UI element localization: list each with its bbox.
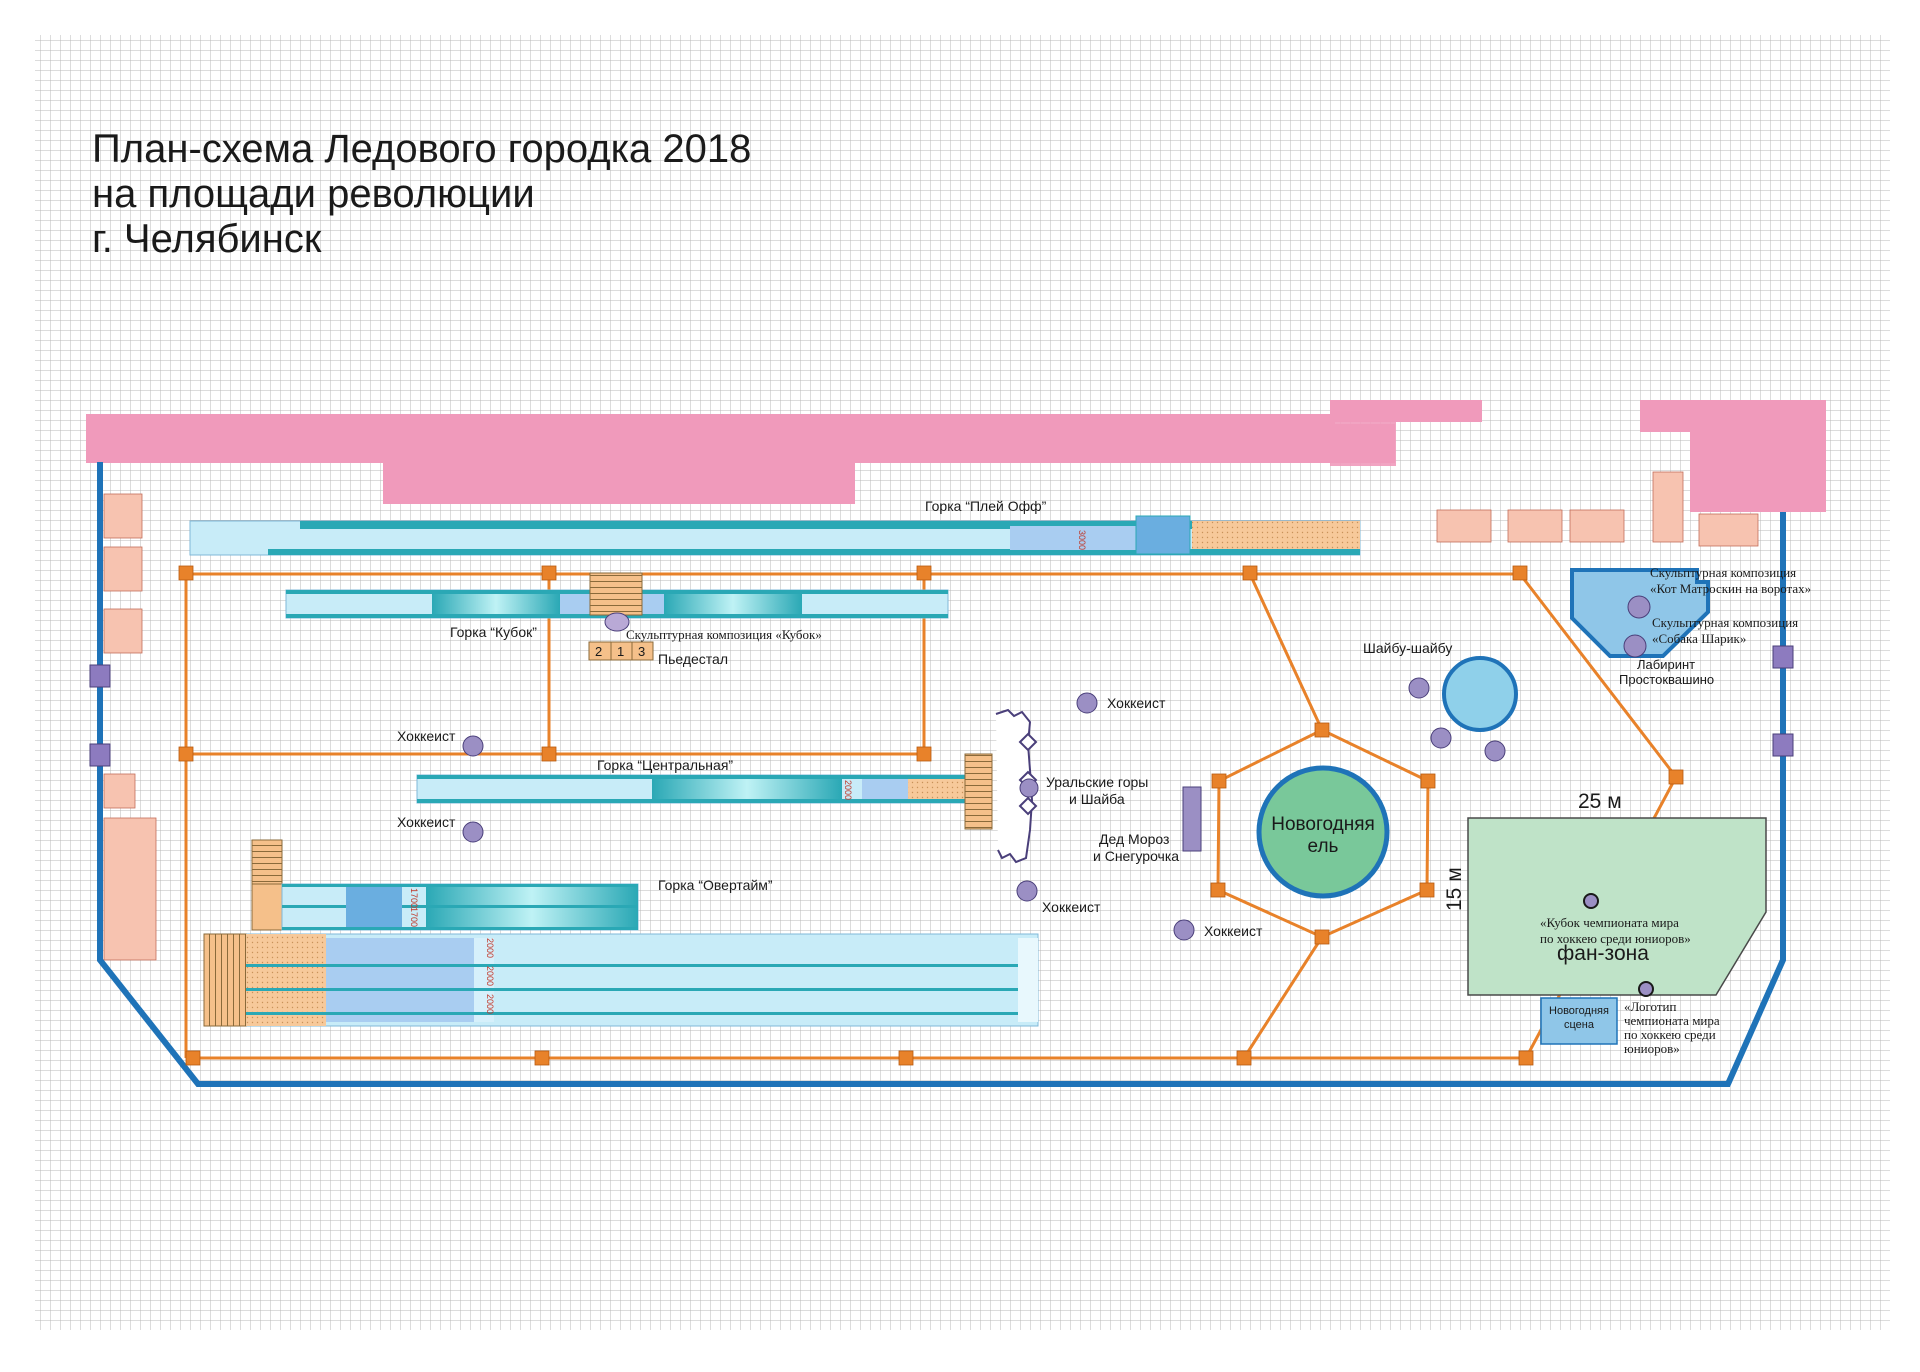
- wc-cup-label-line1: «Кубок чемпионата мира: [1540, 915, 1679, 930]
- sharik-label-line1: Скульптурная композиция: [1652, 615, 1798, 630]
- ded-moroz-label-line1: Дед Мороз: [1099, 831, 1169, 847]
- kiosk: [103, 608, 143, 654]
- logo-label-line1: «Логотип: [1624, 999, 1676, 1014]
- pedestal-place-2: 2: [595, 644, 602, 659]
- puck-game-player: [1430, 727, 1452, 749]
- pedestal-place-1: 1: [617, 644, 624, 659]
- wc-cup-label-line2: по хоккею среди юниоров»: [1540, 931, 1691, 946]
- puck-game-rink: [1442, 656, 1518, 732]
- gate-post: [89, 664, 111, 688]
- ded-moroz-marker: [1182, 786, 1202, 852]
- hockey-player-label: Хоккеист: [1042, 899, 1101, 915]
- hockey-player-label: Хоккеист: [397, 814, 456, 830]
- slide-play-off-dim: 3000: [1077, 530, 1087, 550]
- slide-bottom: [203, 933, 1039, 1027]
- fan-zone: [1467, 817, 1767, 996]
- ural-puck-marker: [1019, 778, 1039, 798]
- kiosk: [1652, 471, 1684, 543]
- kiosk: [103, 493, 143, 539]
- hockey-player-marker: [1173, 919, 1195, 941]
- pedestal-label: Пьедестал: [658, 651, 728, 667]
- wc-cup-marker: [1583, 893, 1599, 909]
- slide-overtime-dim-a: 1700: [409, 888, 419, 908]
- pedestal-place-3: 3: [638, 644, 645, 659]
- fan-zone-width: 25 м: [1578, 790, 1622, 813]
- christmas-tree: [1256, 765, 1390, 899]
- perimeter-fence: [97, 462, 1786, 1087]
- matroskin-label-line1: Скульптурная композиция: [1650, 565, 1796, 580]
- kiosk: [103, 773, 136, 809]
- ural-label-line1: Уральские горы: [1046, 774, 1148, 790]
- sharik-sculpture-marker: [1623, 634, 1647, 658]
- logo-marker: [1638, 981, 1654, 997]
- stage-label-line2: сцена: [1564, 1019, 1595, 1031]
- lighting-network: [184, 572, 1678, 1060]
- slide-bottom-dim-c: 2000: [485, 994, 495, 1014]
- logo-label-line2: чемпионата мира: [1624, 1013, 1720, 1028]
- puck-game-label: Шайбу-шайбу: [1363, 640, 1452, 656]
- building-annex: [1330, 400, 1482, 422]
- fan-zone-depth: 15 м: [1443, 867, 1466, 911]
- hockey-player-marker: [462, 735, 484, 757]
- matroskin-sculpture-marker: [1627, 595, 1651, 619]
- gate-post: [1772, 733, 1794, 757]
- maze-label-line2: Простоквашино: [1619, 672, 1714, 687]
- new-year-stage: [1540, 997, 1618, 1045]
- logo-label-line3: по хоккею среди: [1624, 1027, 1716, 1042]
- kiosk: [103, 817, 157, 961]
- slide-play-off: [189, 515, 1361, 556]
- slide-play-off-label: Горка “Плей Офф”: [925, 498, 1047, 514]
- fan-zone-label: фан-зона: [1557, 942, 1649, 965]
- stage-label-line1: Новогодняя: [1549, 1005, 1609, 1017]
- hockey-player-marker: [1016, 880, 1038, 902]
- corner-building: [1640, 400, 1826, 512]
- kiosk: [1507, 509, 1563, 543]
- puck-game-player: [1408, 677, 1430, 699]
- lamp-posts: [178, 565, 1684, 1066]
- hockey-player-label: Хоккеист: [1107, 695, 1166, 711]
- cup-sculpture-label: Скульптурная композиция «Кубок»: [626, 627, 822, 642]
- kiosk: [103, 546, 143, 592]
- slide-bottom-dim-a: 2000: [485, 938, 495, 958]
- logo-label-line4: юниоров»: [1624, 1041, 1680, 1056]
- pedestal: [588, 641, 654, 661]
- ural-label-line2: и Шайба: [1069, 791, 1125, 807]
- gate-post: [1772, 645, 1794, 669]
- slide-central-label: Горка “Центральная”: [597, 757, 733, 773]
- plan-city: г. Челябинск: [92, 217, 322, 261]
- cup-sculpture-marker: [604, 612, 630, 632]
- slide-central-dim: 2000: [843, 780, 853, 800]
- sharik-label-line2: «Собака Шарик»: [1652, 631, 1746, 646]
- kiosk: [1436, 509, 1492, 543]
- main-building: [86, 414, 1395, 504]
- slide-overtime-label: Горка “Овертайм”: [658, 877, 773, 893]
- plan-title: План-схема Ледового городка 2018: [92, 127, 751, 171]
- background-grid: [35, 35, 1890, 1330]
- maze-label-line1: Лабиринт: [1637, 657, 1695, 672]
- slide-central: [416, 753, 993, 830]
- plan-subtitle: на площади революции: [92, 172, 535, 216]
- ded-moroz-label-line2: и Снегурочка: [1093, 848, 1179, 864]
- hockey-player-marker: [462, 821, 484, 843]
- christmas-tree-label-line1: Новогодняя: [1271, 814, 1375, 835]
- kiosk: [1569, 509, 1625, 543]
- slide-cup-label: Горка “Кубок”: [450, 624, 537, 640]
- matroskin-label-line2: «Кот Матроскин на воротах»: [1650, 581, 1811, 596]
- slide-bottom-dim-b: 2000: [485, 966, 495, 986]
- christmas-tree-label-line2: ель: [1308, 836, 1339, 857]
- hockey-player-label: Хоккеист: [1204, 923, 1263, 939]
- hockey-player-label: Хоккеист: [397, 728, 456, 744]
- hockey-player-marker: [1076, 692, 1098, 714]
- puck-game-player: [1484, 740, 1506, 762]
- slide-overtime-dim-b: 1700: [409, 907, 419, 927]
- building-annex-right: [1330, 422, 1396, 466]
- gate-post: [89, 743, 111, 767]
- kiosk: [1698, 513, 1759, 547]
- slide-overtime: [251, 839, 639, 931]
